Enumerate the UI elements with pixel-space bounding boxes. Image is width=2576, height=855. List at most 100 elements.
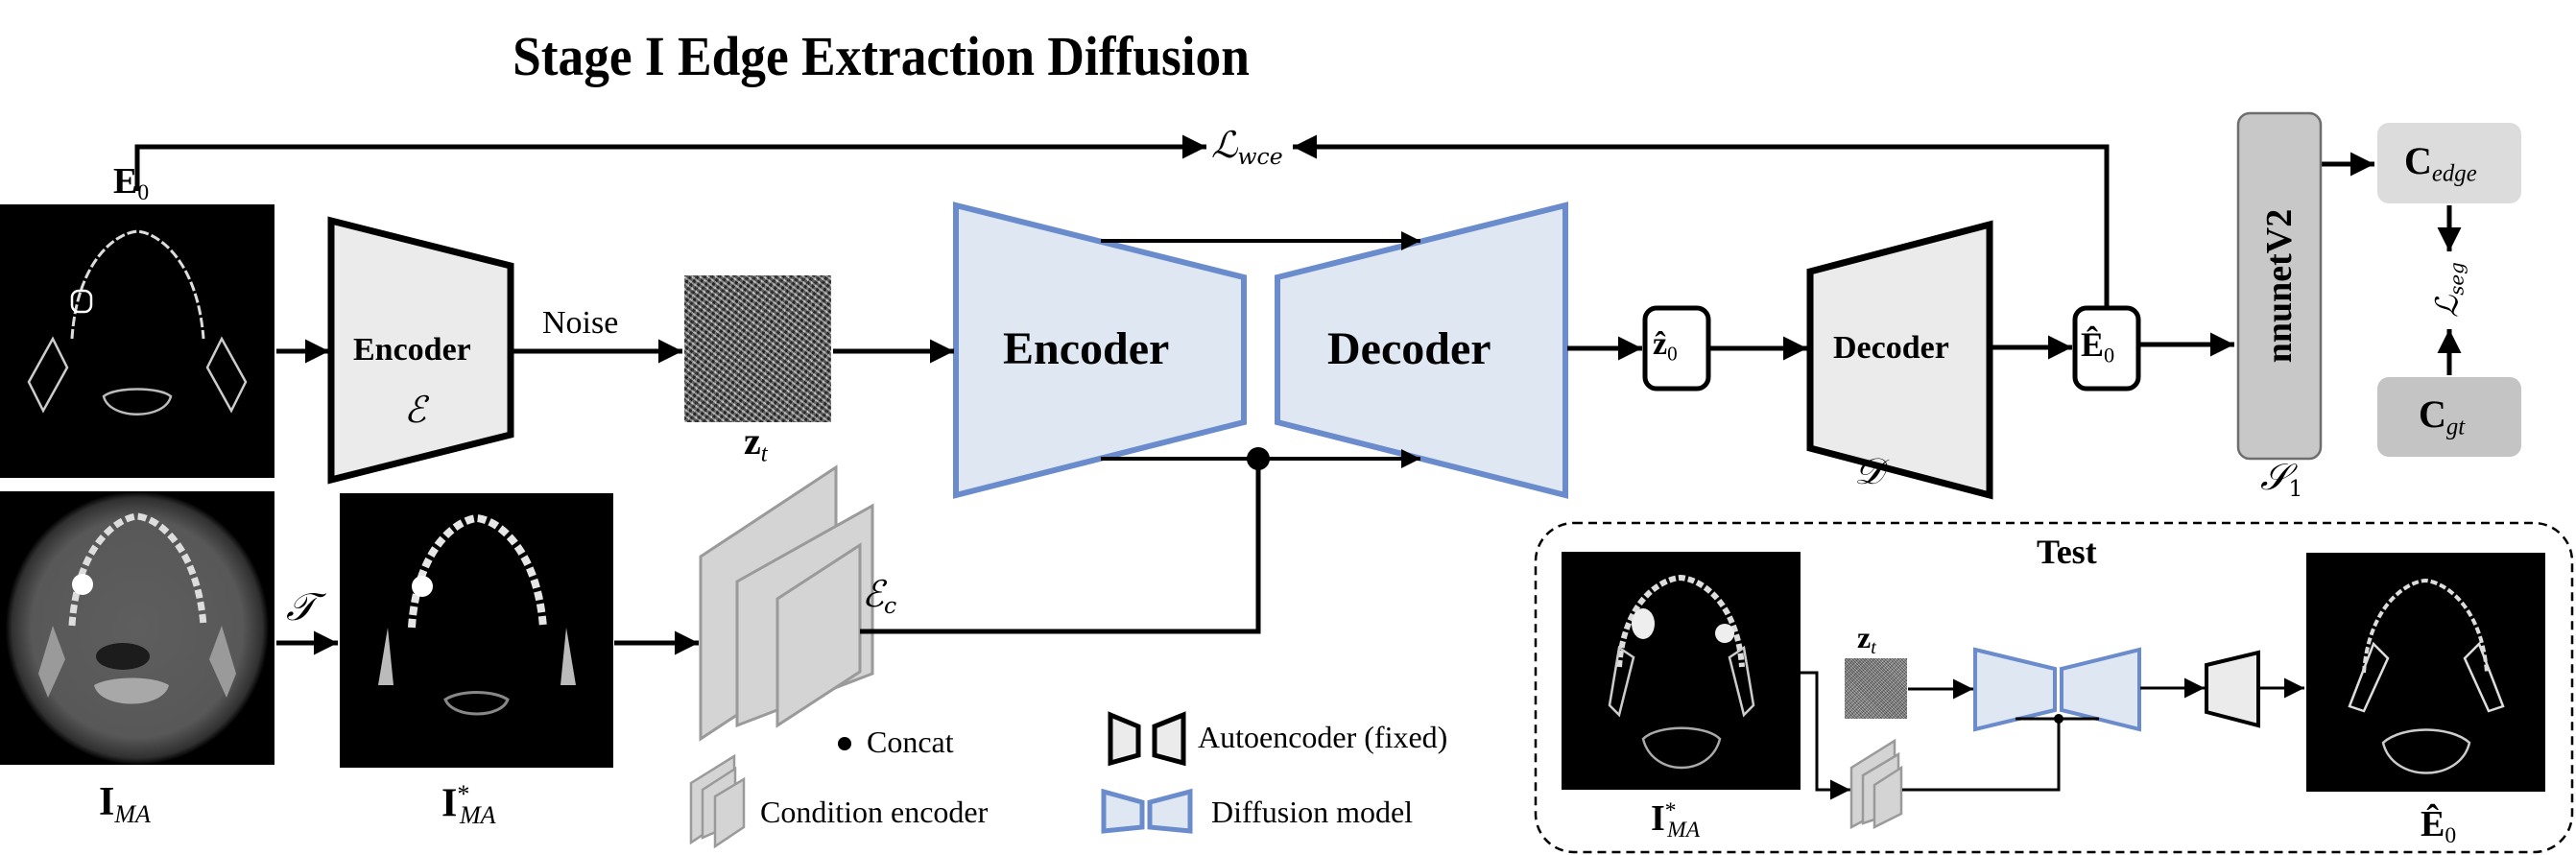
segmenter-box — [2236, 111, 2323, 461]
ima-star-sup: * — [457, 780, 470, 808]
c-gt-label: Cgt — [2419, 395, 2465, 439]
test-branch-line — [1801, 671, 1850, 800]
diffusion-encoder-shape — [953, 202, 1247, 499]
legend-condition-encoder-icon — [689, 753, 746, 849]
test-input-image — [1562, 552, 1801, 790]
loss-wce-symbol: ℒ — [1211, 124, 1238, 166]
noise-label: Noise — [542, 305, 619, 341]
test-input-main: I — [1651, 798, 1665, 839]
c-edge-sub: edge — [2431, 160, 2477, 187]
vae-decoder-symbol: 𝒟 — [1854, 450, 1884, 492]
main-flow-arrows — [276, 152, 2374, 364]
vae-encoder-shape — [327, 216, 514, 485]
cond-encoder-symbol: ℰc — [862, 576, 896, 618]
loss-wce-sub: wce — [1237, 143, 1283, 171]
e0-hat-sub: 0 — [2104, 343, 2115, 368]
e0-hat-main: Ê — [2081, 325, 2105, 364]
segmenter-symbol-main: 𝒮 — [2260, 456, 2289, 498]
transform-label: 𝒯 — [286, 585, 316, 629]
test-panel-title: Test — [2037, 533, 2097, 571]
vae-decoder-label: Decoder — [1833, 330, 1949, 366]
e0-hat-label: Ê0 — [2081, 327, 2114, 367]
segmenter-symbol: 𝒮1 — [2260, 459, 2302, 501]
ima-main: I — [99, 780, 115, 824]
c-gt-box — [2377, 377, 2521, 457]
legend-diffusion-icon — [1101, 788, 1193, 834]
e0-main: E — [113, 161, 138, 202]
zt-main: z — [744, 419, 761, 463]
cond-encoder-symbol-sub: c — [884, 592, 897, 620]
vae-decoder-shape — [1806, 220, 1993, 500]
legend-autoencoder-icon — [1108, 711, 1186, 767]
test-cond-line — [1902, 719, 2061, 792]
test-input-sub: MA — [1667, 818, 1701, 843]
test-concat-dot — [2054, 714, 2063, 724]
test-output-image-art — [2348, 578, 2505, 774]
zt-sub: t — [760, 440, 768, 467]
ima-star-label: I*MA — [441, 780, 496, 830]
vae-encoder-label: Encoder — [353, 332, 471, 368]
loss-seg-sub: seg — [2445, 262, 2469, 296]
diagram-title: Stage I Edge Extraction Diffusion — [513, 25, 1250, 87]
diffusion-decoder-label: Decoder — [1327, 323, 1491, 374]
diffusion-decoder-shape — [1275, 202, 1568, 499]
z0-hat-main: ẑ — [1653, 326, 1668, 362]
ima-sub: MA — [114, 799, 151, 828]
e0-sub: 0 — [137, 180, 150, 206]
ct-image-ima-star — [340, 493, 613, 768]
c-edge-main: C — [2404, 139, 2432, 182]
test-output-image — [2306, 553, 2545, 792]
legend-concat-dot — [838, 737, 851, 750]
test-vae-decoder — [2205, 650, 2260, 728]
segmenter-symbol-sub: 1 — [2288, 475, 2303, 503]
c-gt-sub: gt — [2445, 414, 2466, 440]
test-input-image-art — [1608, 574, 1755, 770]
c-edge-label: Cedge — [2404, 142, 2477, 186]
z0-hat-sub: 0 — [1667, 342, 1678, 366]
condition-encoder-shape — [699, 464, 874, 742]
c-gt-main: C — [2419, 392, 2446, 436]
ct-image-ima — [0, 491, 274, 765]
test-noise-main: z — [1857, 620, 1872, 654]
edge-image-e0-art — [27, 229, 248, 416]
test-noise-sub: t — [1871, 636, 1876, 658]
test-input-sup: * — [1664, 798, 1677, 824]
test-panel-border — [1534, 521, 2574, 854]
ima-star-main: I — [441, 781, 458, 826]
cond-encoder-symbol-main: ℰ — [862, 573, 885, 615]
test-noise-zt — [1845, 658, 1907, 719]
c-edge-box — [2377, 123, 2521, 203]
e0-hat-box — [2072, 305, 2141, 392]
loss-wce-label: ℒwce — [1211, 127, 1283, 169]
legend-condition-encoder-label: Condition encoder — [760, 795, 989, 829]
e0-label: E0 — [113, 163, 149, 205]
segmenter-label: nnunetV2 — [2259, 208, 2300, 364]
test-input-label: I*MA — [1651, 798, 1701, 843]
test-noise-label: zt — [1857, 622, 1876, 658]
legend-autoencoder-label: Autoencoder (fixed) — [1198, 720, 1448, 754]
loss-seg-label: ℒseg — [2428, 262, 2469, 318]
z0-hat-label: ẑ0 — [1653, 328, 1678, 364]
legend-concat-label: Concat — [867, 724, 954, 759]
test-diffusion-encoder — [1973, 647, 2057, 732]
test-diffusion-decoder — [2060, 647, 2141, 732]
edge-image-e0 — [0, 204, 274, 478]
ima-label: IMA — [99, 782, 151, 827]
test-output-main: Ê — [2421, 804, 2445, 844]
ct-image-ima-star-art — [378, 513, 576, 716]
z0-hat-box — [1642, 305, 1711, 392]
wce-loss-connector — [134, 134, 2110, 307]
test-output-label: Ê0 — [2421, 806, 2456, 848]
legend-diffusion-label: Diffusion model — [1211, 795, 1414, 829]
ct-image-ima-art — [38, 512, 236, 704]
diffusion-encoder-label: Encoder — [1003, 323, 1170, 374]
test-cond-encoder — [1849, 738, 1903, 830]
cond-to-concat-line — [860, 459, 1261, 634]
loss-seg-main: ℒ — [2428, 295, 2466, 318]
noise-latent-zt — [684, 275, 831, 422]
zt-label: zt — [744, 422, 768, 466]
vae-encoder-symbol: ℰ — [404, 389, 427, 431]
ima-star-sub: MA — [459, 801, 496, 830]
